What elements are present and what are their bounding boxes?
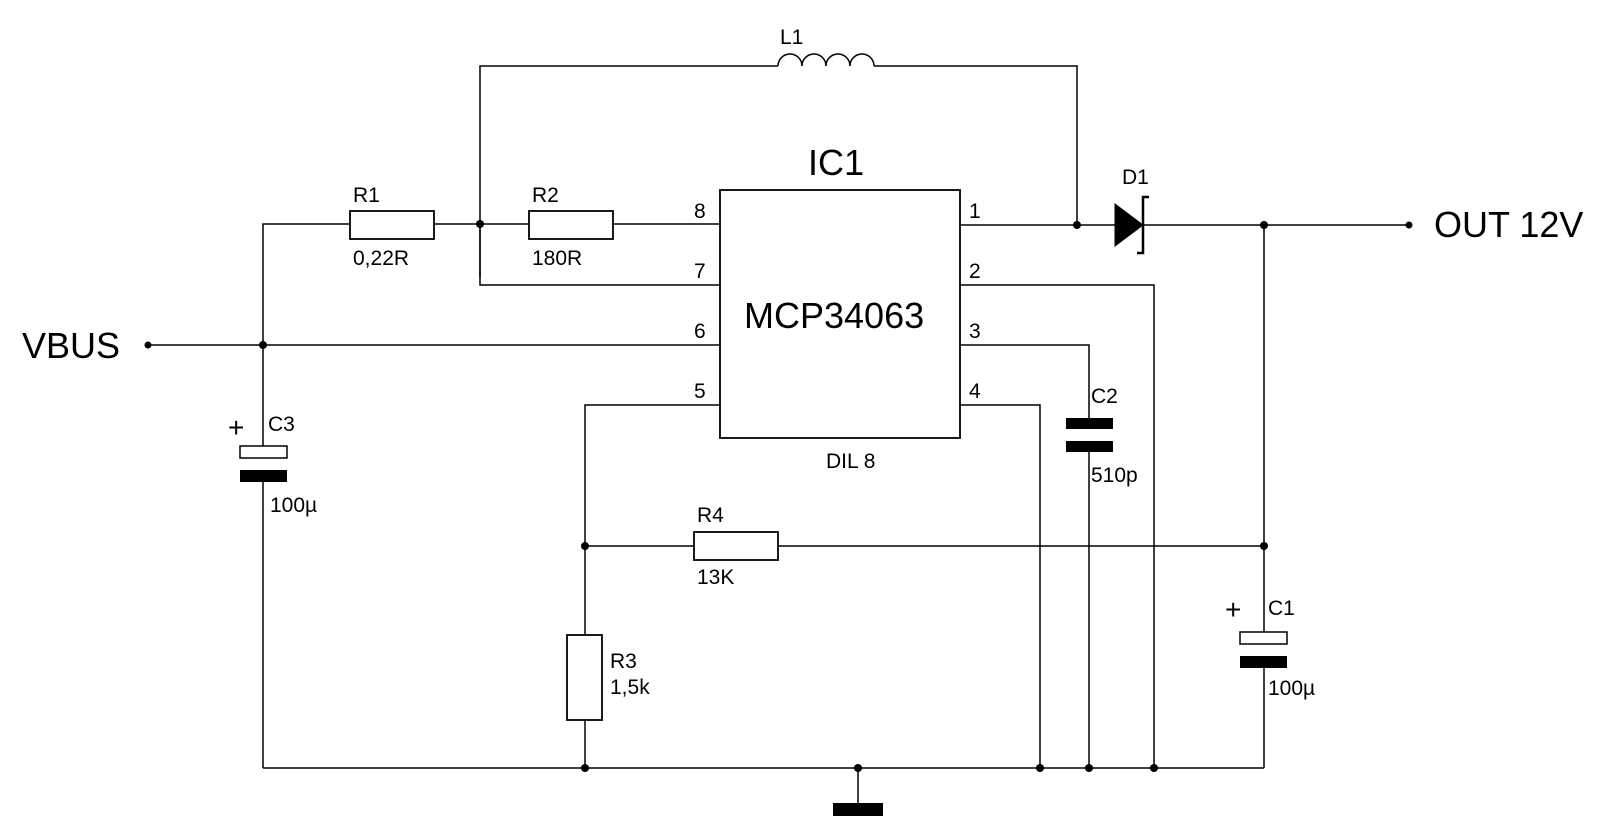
wire-pin7 xyxy=(479,224,720,286)
c2-top-plate xyxy=(1066,418,1113,429)
c1-positive-plate xyxy=(1239,631,1288,645)
junctions xyxy=(144,220,1413,772)
c1-polarity: + xyxy=(1225,594,1241,625)
wire-pin3-c2 xyxy=(960,344,1090,420)
c3-ref: C3 xyxy=(268,413,295,436)
ic1-pin-6: 6 xyxy=(694,320,706,343)
c2-value: 510p xyxy=(1091,464,1138,487)
c1-negative-plate xyxy=(1240,656,1287,668)
r1-value: 0,22R xyxy=(353,247,409,270)
terminal-out xyxy=(1405,221,1413,229)
capacitor-c1: + C1 100µ xyxy=(1225,594,1315,700)
wire-l1-right xyxy=(874,65,1078,225)
ic1-pin-3: 3 xyxy=(969,320,981,343)
output-port-label: OUT 12V xyxy=(1434,204,1583,245)
ic1-pin-1: 1 xyxy=(969,200,981,223)
resistor-r2: R2 180R xyxy=(528,184,614,270)
resistor-r1: R1 0,22R xyxy=(349,184,435,270)
input-port-label: VBUS xyxy=(22,325,120,366)
d1-anode-triangle xyxy=(1114,203,1144,247)
junction-dot xyxy=(1260,221,1268,229)
inductor-l1: L1 xyxy=(777,26,875,67)
c1-value: 100µ xyxy=(1268,677,1315,700)
wire-pin2 xyxy=(960,284,1155,768)
junction-dot xyxy=(581,542,589,550)
diode-d1: D1 xyxy=(1114,166,1149,255)
r4-body xyxy=(693,531,779,561)
ic1-body xyxy=(719,189,961,439)
c3-positive-plate xyxy=(239,445,288,459)
junction-dot xyxy=(476,220,484,228)
r3-ref: R3 xyxy=(610,650,637,673)
r1-body xyxy=(349,210,435,240)
wire-l1-left xyxy=(479,65,778,277)
ic1-pin-4: 4 xyxy=(969,380,981,403)
ic1-pin-5: 5 xyxy=(694,380,706,403)
junction-dot xyxy=(854,764,862,772)
junction-dot xyxy=(1073,221,1081,229)
junction-dot xyxy=(1260,542,1268,550)
ic1-package: DIL 8 xyxy=(826,450,875,473)
junction-dot xyxy=(1150,764,1158,772)
ic1: IC1 MCP34063 DIL 8 8 7 6 5 1 2 3 4 xyxy=(694,142,981,473)
capacitor-c2: C2 510p xyxy=(1066,385,1138,487)
capacitor-c3: + C3 100µ xyxy=(228,412,317,517)
ic1-pin-2: 2 xyxy=(969,260,981,283)
wires xyxy=(148,65,1409,805)
c3-negative-plate xyxy=(240,470,287,482)
c2-ref: C2 xyxy=(1091,385,1118,408)
junction-dot xyxy=(259,341,267,349)
ic1-pin-8: 8 xyxy=(694,200,706,223)
r2-body xyxy=(528,210,614,240)
r4-value: 13K xyxy=(697,566,734,589)
r2-ref: R2 xyxy=(532,184,559,207)
c2-bottom-plate xyxy=(1066,441,1113,452)
r3-body xyxy=(566,634,603,721)
wire-pin4 xyxy=(960,404,1041,768)
r4-ref: R4 xyxy=(697,504,724,527)
r2-value: 180R xyxy=(532,247,582,270)
d1-ref: D1 xyxy=(1122,166,1149,189)
r1-ref: R1 xyxy=(353,184,380,207)
wire-r1-left xyxy=(262,223,350,346)
resistor-r3: R3 1,5k xyxy=(566,634,650,721)
terminal-vbus xyxy=(144,341,152,349)
d1-cathode-bar xyxy=(1137,195,1149,255)
ic1-pin-7: 7 xyxy=(694,260,706,283)
c3-value: 100µ xyxy=(270,494,317,517)
junction-dot xyxy=(1085,764,1093,772)
l1-ref: L1 xyxy=(780,26,803,49)
ic1-ref: IC1 xyxy=(808,142,864,183)
junction-dot xyxy=(581,764,589,772)
l1-coil xyxy=(777,53,875,67)
c3-polarity: + xyxy=(228,412,244,443)
junction-dot xyxy=(1036,764,1044,772)
r3-value: 1,5k xyxy=(610,676,650,699)
c1-ref: C1 xyxy=(1268,597,1295,620)
ic1-part-number: MCP34063 xyxy=(744,295,924,336)
resistor-r4: R4 13K xyxy=(693,504,779,589)
ground-symbol xyxy=(833,803,883,816)
wire-pin5 xyxy=(584,404,720,635)
